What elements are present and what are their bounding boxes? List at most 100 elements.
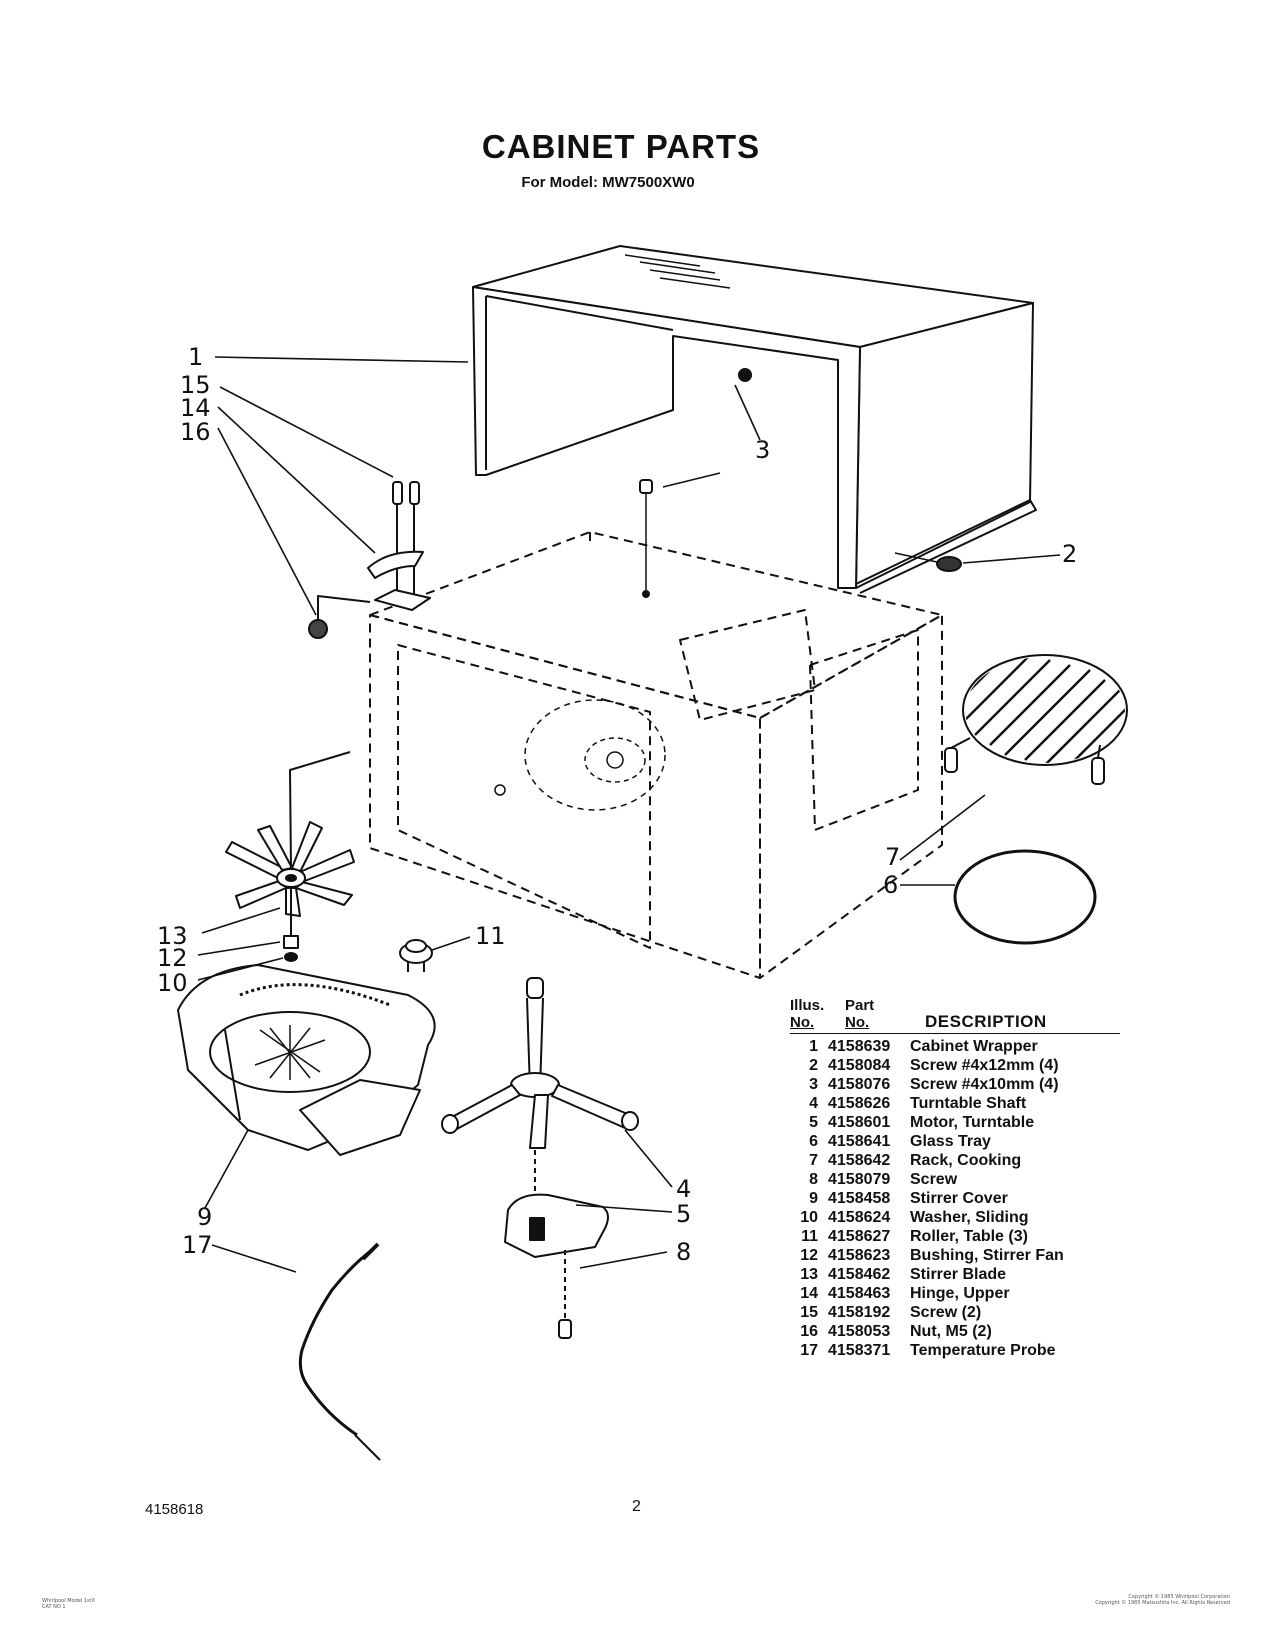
row-part-no: 4158639 [828, 1038, 891, 1055]
row-part-no: 4158084 [828, 1057, 891, 1074]
row-illus-no: 5 [809, 1114, 818, 1131]
copyright-notice: Copyright © 1985 Whirlpool Corporation C… [1095, 1594, 1230, 1606]
oven-floor-details [494, 699, 666, 811]
cabinet-wrapper-drawing [472, 245, 1037, 594]
row-part-no: 4158627 [828, 1228, 891, 1245]
callout-3: 3 [755, 436, 770, 464]
row-part-no: 4158626 [828, 1095, 891, 1112]
table-row: 4 4158626 Turntable Shaft [790, 1094, 1120, 1113]
screw-3-drawing [639, 479, 653, 598]
callout-1: 1 [188, 343, 203, 371]
row-description: Nut, M5 (2) [910, 1323, 992, 1340]
row-part-no: 4158601 [828, 1114, 891, 1131]
row-part-no: 4158192 [828, 1304, 891, 1321]
row-description: Cabinet Wrapper [910, 1038, 1038, 1055]
row-illus-no: 10 [800, 1209, 818, 1226]
roller-table-drawing [399, 939, 433, 972]
turntable-motor-drawing [504, 1193, 609, 1339]
callout-10: 10 [157, 969, 188, 997]
table-row: 3 4158076 Screw #4x10mm (4) [790, 1075, 1120, 1094]
callout-17: 17 [182, 1231, 213, 1259]
row-illus-no: 14 [800, 1285, 818, 1302]
callout-8: 8 [676, 1238, 691, 1266]
row-description: Bushing, Stirrer Fan [910, 1247, 1064, 1264]
row-part-no: 4158079 [828, 1171, 891, 1188]
page-title: CABINET PARTS [481, 128, 761, 165]
row-description: Rack, Cooking [910, 1152, 1022, 1169]
screw-2-drawing [894, 552, 962, 572]
row-description: Motor, Turntable [910, 1114, 1035, 1131]
row-illus-no: 15 [800, 1304, 818, 1321]
row-part-no: 4158371 [828, 1342, 891, 1359]
parts-table-header: Illus. No. Part No. DESCRIPTION [790, 997, 1120, 1031]
row-illus-no: 12 [800, 1247, 818, 1264]
row-illus-no: 8 [809, 1171, 818, 1188]
row-illus-no: 17 [800, 1342, 818, 1359]
table-row: 1 4158639 Cabinet Wrapper [790, 1037, 1120, 1056]
row-part-no: 4158053 [828, 1323, 891, 1340]
callout-4: 4 [676, 1175, 691, 1203]
row-illus-no: 7 [809, 1152, 818, 1169]
callout-15: 15 [180, 371, 211, 399]
document-number: 4158618 [145, 1501, 204, 1518]
row-description: Screw #4x10mm (4) [910, 1076, 1059, 1093]
row-description: Turntable Shaft [910, 1095, 1027, 1112]
turntable-shaft-drawing [441, 977, 639, 1210]
callout-7: 7 [885, 843, 900, 871]
table-row: 16 4158053 Nut, M5 (2) [790, 1322, 1120, 1341]
callout-5: 5 [676, 1200, 691, 1228]
row-description: Hinge, Upper [910, 1285, 1010, 1302]
stirrer-cover-drawing [177, 964, 436, 1156]
row-part-no: 4158462 [828, 1266, 891, 1283]
glass-tray-drawing [953, 849, 1097, 945]
row-illus-no: 4 [809, 1095, 818, 1112]
callout-2: 2 [1062, 540, 1077, 568]
callout-11: 11 [475, 922, 506, 950]
table-row: 5 4158601 Motor, Turntable [790, 1113, 1120, 1132]
row-description: Glass Tray [910, 1133, 991, 1150]
hinge-assembly-drawing [308, 481, 431, 639]
oven-chassis-drawing [369, 531, 943, 979]
page-number: 2 [632, 1498, 641, 1515]
row-illus-no: 11 [801, 1228, 818, 1245]
row-illus-no: 9 [809, 1190, 818, 1207]
row-part-no: 4158623 [828, 1247, 891, 1264]
temperature-probe-drawing [298, 1242, 381, 1461]
header-divider [790, 1033, 1120, 1034]
row-description: Stirrer Cover [910, 1190, 1008, 1207]
row-part-no: 4158076 [828, 1076, 891, 1093]
row-description: Screw [910, 1171, 958, 1188]
callout-14: 14 [180, 394, 211, 422]
row-illus-no: 1 [809, 1038, 818, 1055]
row-illus-no: 3 [809, 1076, 818, 1093]
row-part-no: 4158463 [828, 1285, 891, 1302]
model-line: For Model: MW7500XW0 [521, 174, 695, 191]
row-illus-no: 16 [800, 1323, 818, 1340]
row-description: Screw #4x12mm (4) [910, 1057, 1059, 1074]
callout-6: 6 [883, 871, 898, 899]
header-description: DESCRIPTION [925, 1012, 1047, 1031]
table-row: 14 4158463 Hinge, Upper [790, 1284, 1120, 1303]
table-row: 9 4158458 Stirrer Cover [790, 1189, 1120, 1208]
row-description: Screw (2) [910, 1304, 982, 1321]
table-row: 13 4158462 Stirrer Blade [790, 1265, 1120, 1284]
table-row: 15 4158192 Screw (2) [790, 1303, 1120, 1322]
callout-labels: 1 15 14 16 3 2 7 6 13 12 10 11 9 17 4 5 … [157, 343, 1077, 1266]
row-description: Stirrer Blade [910, 1266, 1007, 1283]
callout-9: 9 [197, 1203, 212, 1231]
cooking-rack-drawing [944, 654, 1128, 785]
stirrer-blade-drawing [225, 751, 355, 962]
header-part-no: Part No. [845, 997, 875, 1031]
row-part-no: 4158458 [828, 1190, 891, 1207]
row-part-no: 4158641 [828, 1133, 891, 1150]
row-description: Temperature Probe [910, 1342, 1056, 1359]
footer-note: Whirlpool Model 1stX CAT NO 1 [42, 1598, 95, 1610]
table-row: 17 4158371 Temperature Probe [790, 1341, 1120, 1360]
row-illus-no: 13 [800, 1266, 818, 1283]
